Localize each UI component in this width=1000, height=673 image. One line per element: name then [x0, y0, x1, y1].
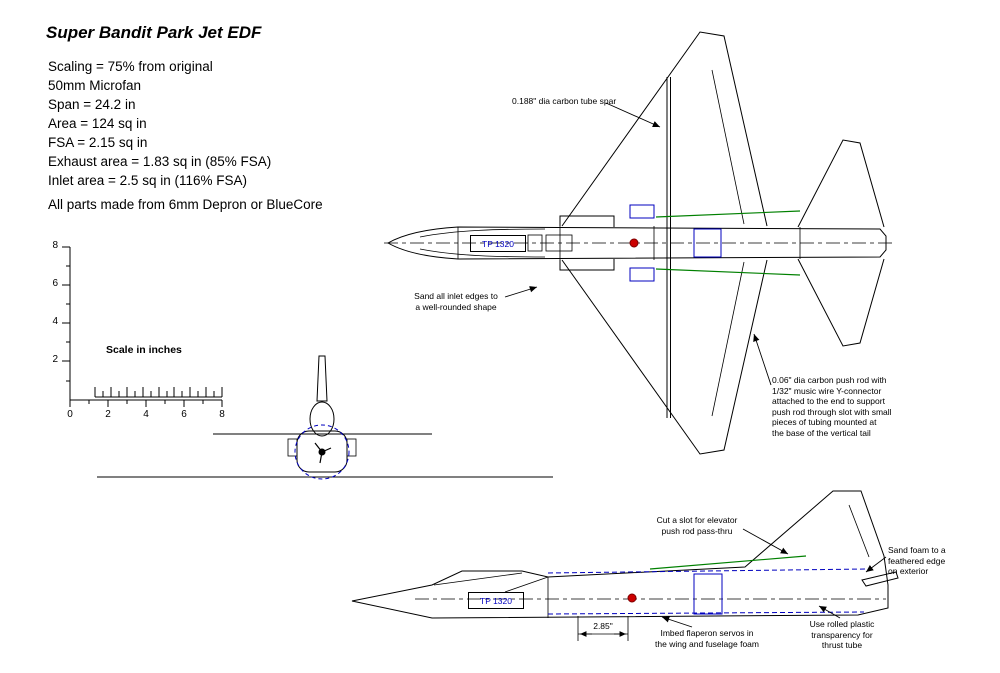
part-label-side-view: TP 1320 [468, 592, 524, 609]
scale-x-tick: 6 [181, 409, 187, 420]
spec-line-span: Span = 24.2 in [48, 97, 136, 112]
spec-line-scaling: Scaling = 75% from original [48, 59, 213, 74]
annotation-pushrod: 0.06" dia carbon push rod with 1/32" mus… [772, 375, 892, 438]
spec-line-area: Area = 124 sq in [48, 116, 147, 131]
scale-x-tick: 0 [67, 409, 73, 420]
annotation-thrust-tube: Use rolled plastic transparency for thru… [809, 619, 875, 650]
spec-block: Scaling = 75% from original 50mm Microfa… [48, 57, 271, 190]
front-view-drawing [97, 355, 553, 480]
scale-ruler-drawing [62, 246, 223, 407]
spec-line-fsa: FSA = 2.15 sq in [48, 135, 148, 150]
leader-lines [504, 102, 887, 628]
scale-label: Scale in inches [106, 344, 182, 356]
part-label-top-view: TP 1320 [470, 235, 526, 252]
spec-line-fan: 50mm Microfan [48, 78, 142, 93]
materials-note: All parts made from 6mm Depron or BlueCo… [48, 197, 323, 212]
scale-x-tick: 2 [105, 409, 111, 420]
annotation-sand-foam: Sand foam to a feathered edge on exterio… [888, 545, 946, 576]
scale-y-tick: 6 [52, 278, 58, 289]
top-view-drawing [384, 31, 892, 455]
dimension-label: 2.85" [593, 621, 613, 631]
scale-y-tick: 8 [52, 240, 58, 251]
annotation-servos: Imbed flaperon servos in the wing and fu… [655, 628, 759, 649]
spec-line-exhaust: Exhaust area = 1.83 sq in (85% FSA) [48, 154, 272, 169]
scale-y-tick: 4 [52, 316, 58, 327]
scale-x-tick: 4 [143, 409, 149, 420]
annotation-elevator-slot: Cut a slot for elevator push rod pass-th… [656, 515, 738, 536]
spec-line-inlet: Inlet area = 2.5 sq in (116% FSA) [48, 173, 247, 188]
side-view-drawing [351, 490, 899, 641]
page-title: Super Bandit Park Jet EDF [46, 23, 262, 42]
scale-x-tick: 8 [219, 409, 225, 420]
annotation-inlet: Sand all inlet edges to a well-rounded s… [414, 291, 498, 312]
scale-y-tick: 2 [52, 354, 58, 365]
annotation-spar: 0.188" dia carbon tube spar [512, 96, 617, 106]
